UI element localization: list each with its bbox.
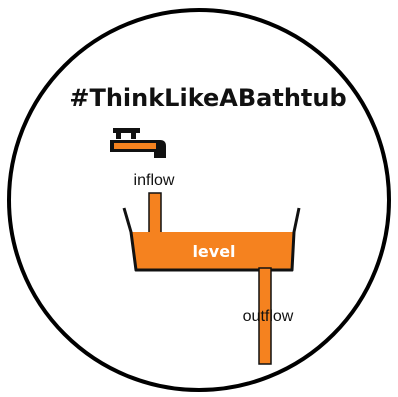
level-label: level (192, 242, 235, 261)
outer-circle (9, 10, 389, 390)
outflow-label: outflow (243, 308, 294, 325)
inflow-label: inflow (134, 172, 175, 189)
diagram-title: #ThinkLikeABathtub (69, 84, 346, 112)
